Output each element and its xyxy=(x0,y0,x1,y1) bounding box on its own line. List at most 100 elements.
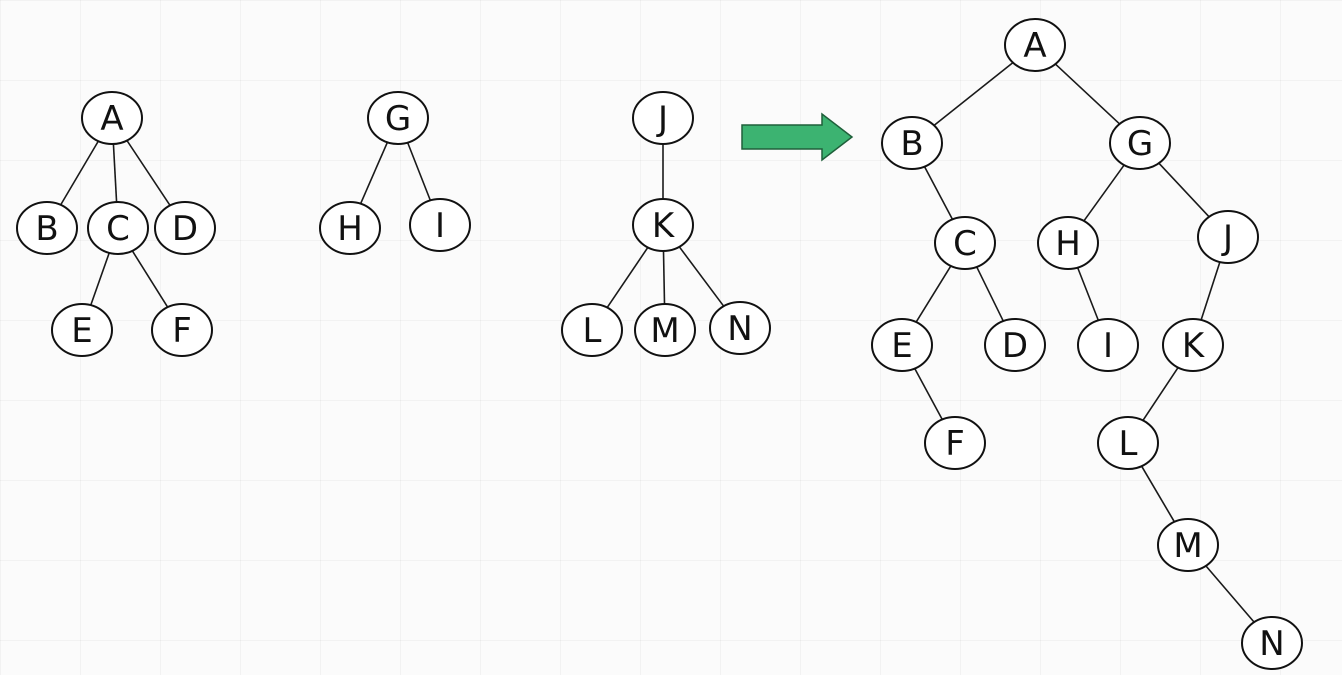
binary-tree-node-M: M xyxy=(1157,518,1219,572)
node-label: I xyxy=(435,206,445,246)
tree-j-edge-K-N xyxy=(678,246,725,307)
conversion-arrow xyxy=(741,112,854,162)
node-label: K xyxy=(1182,326,1206,366)
node-ellipse xyxy=(709,301,771,355)
tree-j-edge-K-L xyxy=(606,246,649,309)
tree-j: J K L M N xyxy=(561,91,771,357)
tree-j-node-M: M xyxy=(634,303,696,357)
binary-tree-edge-G-J xyxy=(1158,162,1210,218)
node-ellipse xyxy=(367,91,429,145)
binary-tree-edge-H-I xyxy=(1076,267,1100,321)
edges-layer xyxy=(59,61,1255,623)
node-ellipse xyxy=(1197,210,1259,264)
tree-a-edge-A-C xyxy=(112,143,118,203)
binary-tree-edge-E-F xyxy=(914,368,943,420)
tree-a-node-A: A xyxy=(81,91,143,145)
node-label: L xyxy=(1119,424,1138,464)
node-label: D xyxy=(172,209,198,249)
node-ellipse xyxy=(409,198,471,252)
node-ellipse xyxy=(1077,318,1139,372)
node-label: D xyxy=(1002,326,1028,366)
tree-a-edge-C-E xyxy=(90,252,110,306)
binary-tree-edge-A-B xyxy=(933,61,1014,127)
binary-tree-edge-M-N xyxy=(1205,565,1255,623)
tree-a-node-C: C xyxy=(87,201,149,255)
tree-a-edge-A-D xyxy=(126,140,171,206)
node-ellipse xyxy=(81,91,143,145)
node-label: M xyxy=(650,311,679,351)
tree-j-edge-K-M xyxy=(662,250,666,305)
tree-a: A B C D E F xyxy=(16,91,216,357)
binary-tree-node-K: K xyxy=(1162,318,1224,372)
binary-tree-node-L: L xyxy=(1097,416,1159,470)
node-ellipse xyxy=(87,201,149,255)
node-ellipse xyxy=(1004,18,1066,72)
tree-g-edge-G-I xyxy=(406,142,432,201)
node-label: N xyxy=(727,309,752,349)
node-label: I xyxy=(1103,326,1113,366)
node-ellipse xyxy=(51,303,113,357)
node-ellipse xyxy=(984,318,1046,372)
binary-tree-edge-J-K xyxy=(1200,261,1221,321)
node-label: J xyxy=(656,99,668,139)
node-label: J xyxy=(1221,218,1233,258)
tree-j-node-K: K xyxy=(632,198,694,252)
node-ellipse xyxy=(881,116,943,170)
node-label: E xyxy=(71,311,92,351)
tree-g-node-G: G xyxy=(367,91,429,145)
node-label: H xyxy=(337,209,363,249)
nodes-layer: A B C D E F G H I J K L M N A B G C H J E D I K F L M N xyxy=(16,18,1303,670)
node-ellipse xyxy=(1157,518,1219,572)
node-label: B xyxy=(35,209,58,249)
binary-tree-edge-K-L xyxy=(1142,367,1179,421)
tree-a-node-B: B xyxy=(16,201,78,255)
node-label: F xyxy=(172,311,192,351)
node-ellipse xyxy=(1241,616,1303,670)
node-label: C xyxy=(106,209,130,249)
binary-tree-node-N: N xyxy=(1241,616,1303,670)
tree-a-edge-C-F xyxy=(131,250,169,308)
tree-j-node-J: J xyxy=(632,91,694,145)
node-label: K xyxy=(652,206,676,246)
node-ellipse xyxy=(561,303,623,357)
node-label: M xyxy=(1173,526,1202,566)
node-label: G xyxy=(385,99,411,139)
node-ellipse xyxy=(151,303,213,357)
node-ellipse xyxy=(924,416,986,470)
binary-tree-node-A: A xyxy=(1004,18,1066,72)
node-label: C xyxy=(953,224,977,264)
tree-g-edge-G-H xyxy=(359,141,389,205)
node-ellipse xyxy=(1109,116,1171,170)
tree-j-node-L: L xyxy=(561,303,623,357)
node-ellipse xyxy=(1037,216,1099,270)
node-ellipse xyxy=(634,303,696,357)
node-label: L xyxy=(583,311,602,351)
binary-tree-node-H: H xyxy=(1037,216,1099,270)
node-label: A xyxy=(1023,26,1046,66)
node-label: N xyxy=(1259,624,1284,664)
node-label: E xyxy=(891,326,912,366)
binary-tree-edge-A-G xyxy=(1054,63,1121,125)
tree-g-node-H: H xyxy=(319,201,381,255)
tree-j-node-N: N xyxy=(709,301,771,355)
node-ellipse xyxy=(1162,318,1224,372)
binary-tree-edge-G-H xyxy=(1083,164,1125,222)
node-ellipse xyxy=(934,216,996,270)
binary-tree-node-I: I xyxy=(1077,318,1139,372)
binary-tree-edge-B-C xyxy=(923,166,954,220)
binary-tree-node-E: E xyxy=(871,318,933,372)
node-ellipse xyxy=(1097,416,1159,470)
node-ellipse xyxy=(871,318,933,372)
tree-a-node-F: F xyxy=(151,303,213,357)
node-label: H xyxy=(1055,224,1081,264)
binary-tree-node-D: D xyxy=(984,318,1046,372)
binary-tree-node-J: J xyxy=(1197,210,1259,264)
binary-tree-node-G: G xyxy=(1109,116,1171,170)
right-arrow-icon xyxy=(741,112,854,162)
tree-g-node-I: I xyxy=(409,198,471,252)
node-label: F xyxy=(945,424,965,464)
node-ellipse xyxy=(632,91,694,145)
